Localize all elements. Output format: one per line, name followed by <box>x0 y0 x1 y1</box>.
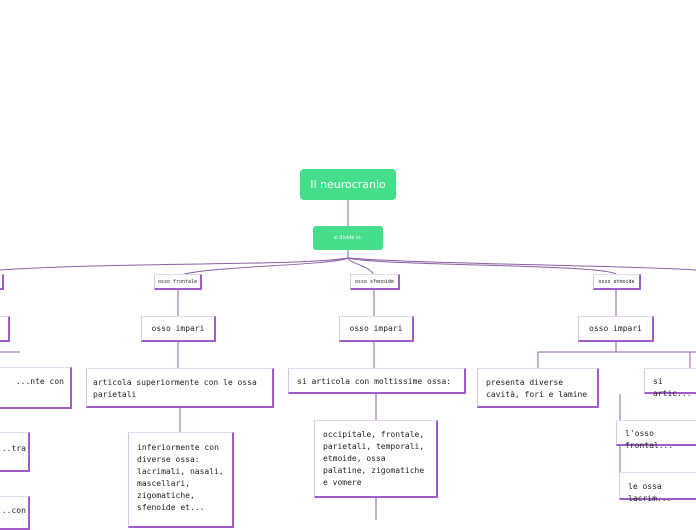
bone-etmoide-node[interactable]: osso etmoide <box>593 274 641 290</box>
frontale-superior-node[interactable]: articola superiormente con le ossa parie… <box>86 368 274 408</box>
left-text-node-3[interactable]: ...con <box>0 496 30 530</box>
bone-frontale-node[interactable]: osso frontale <box>154 274 202 290</box>
sfenoide-impari-node[interactable]: osso impari <box>339 316 414 342</box>
frontale-impari-node[interactable]: osso impari <box>141 316 216 342</box>
etmoide-impari-node[interactable]: osso impari <box>578 316 654 342</box>
sfenoide-list-node[interactable]: occipitale, frontale, parietali, tempora… <box>314 420 438 498</box>
left-text-node-1[interactable]: ...nte con <box>0 367 72 409</box>
etmoide-cavities-node[interactable]: presenta diverse cavità, fori e lamine <box>477 368 599 408</box>
etmoide-lacrimal-node[interactable]: le ossa lacrim... <box>619 472 696 503</box>
frontale-inferior-node[interactable]: inferiormente con diverse ossa: lacrimal… <box>128 432 234 528</box>
sfenoide-articulation-node[interactable]: si articola con moltissime ossa: <box>288 368 466 394</box>
etmoide-articulation-node[interactable]: si artic... <box>644 368 696 398</box>
divide-in-node[interactable]: si divide in: <box>313 226 383 250</box>
left-bone-node[interactable] <box>0 274 4 290</box>
left-text-node-2[interactable]: ...tra <box>0 432 30 472</box>
etmoide-frontal-node[interactable]: l'osso frontal... <box>616 420 696 450</box>
left-impari-node[interactable] <box>0 316 10 342</box>
bone-sfenoide-node[interactable]: osso sfenoide <box>350 274 400 290</box>
root-node[interactable]: Il neurocranio <box>300 169 396 200</box>
